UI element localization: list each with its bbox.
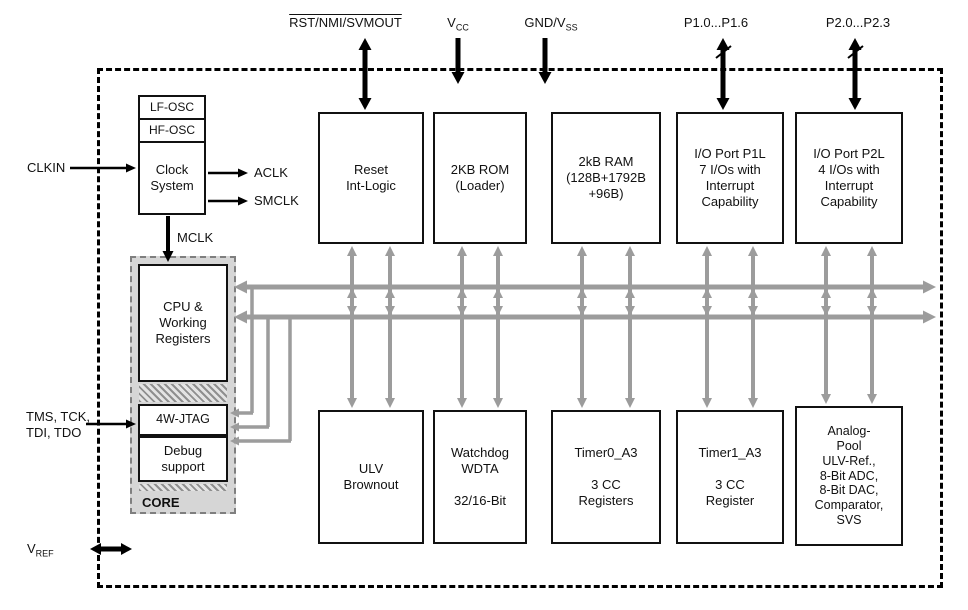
block-ram: 2kB RAM (128B+1792B +96B): [551, 112, 661, 244]
gnd-sub: SS: [565, 22, 578, 33]
block-io-port-p1: I/O Port P1L 7 I/Os with Interrupt Capab…: [676, 112, 784, 244]
pin-label-gnd-vss: GND/VSS: [505, 15, 597, 33]
aclk-label: ACLK: [254, 165, 288, 180]
block-rom: 2KB ROM (Loader): [433, 112, 527, 244]
vref-label: VREF: [27, 541, 54, 559]
pin-label-p1: P1.0...P1.6: [683, 15, 749, 30]
gnd-base: GND/V: [524, 15, 566, 30]
core-label: CORE: [142, 495, 180, 510]
block-jtag: 4W-JTAG: [138, 404, 228, 436]
block-cpu: CPU & Working Registers: [138, 264, 228, 382]
vcc-sub: CC: [455, 22, 469, 33]
core-hatch-strip-bottom: [139, 484, 227, 491]
block-clock-system: Clock System: [138, 141, 206, 215]
core-hatch-strip: [139, 384, 227, 402]
chip-boundary: [97, 68, 943, 588]
block-reset-logic: Reset Int-Logic: [318, 112, 424, 244]
block-hf-osc: HF-OSC: [138, 118, 206, 143]
vref-sub: REF: [35, 548, 54, 559]
block-analog-pool: Analog- Pool ULV-Ref., 8-Bit ADC, 8-Bit …: [795, 406, 903, 546]
mclk-label: MCLK: [177, 230, 214, 245]
pin-label-rst-nmi-svmout: RST/NMI/SVMOUT: [289, 15, 402, 30]
pin-label-vcc: VCC: [428, 15, 488, 33]
vcc-base: V: [447, 15, 456, 30]
vref-base: V: [27, 541, 36, 556]
block-timer0: Timer0_A3 3 CC Registers: [551, 410, 661, 544]
block-ulv-brownout: ULV Brownout: [318, 410, 424, 544]
block-debug-support: Debug support: [138, 436, 228, 482]
jtag-pins-label: TMS, TCK, TDI, TDO: [26, 409, 91, 440]
clkin-label: CLKIN: [27, 160, 66, 175]
block-io-port-p2: I/O Port P2L 4 I/Os with Interrupt Capab…: [795, 112, 903, 244]
block-lf-osc: LF-OSC: [138, 95, 206, 120]
p1-bus-width-tick: [715, 45, 732, 59]
block-watchdog: Watchdog WDTA 32/16-Bit: [433, 410, 527, 544]
block-timer1: Timer1_A3 3 CC Register: [676, 410, 784, 544]
p2-bus-width-tick: [847, 45, 864, 59]
pin-label-p2: P2.0...P2.3: [825, 15, 891, 30]
smclk-label: SMCLK: [254, 193, 299, 208]
